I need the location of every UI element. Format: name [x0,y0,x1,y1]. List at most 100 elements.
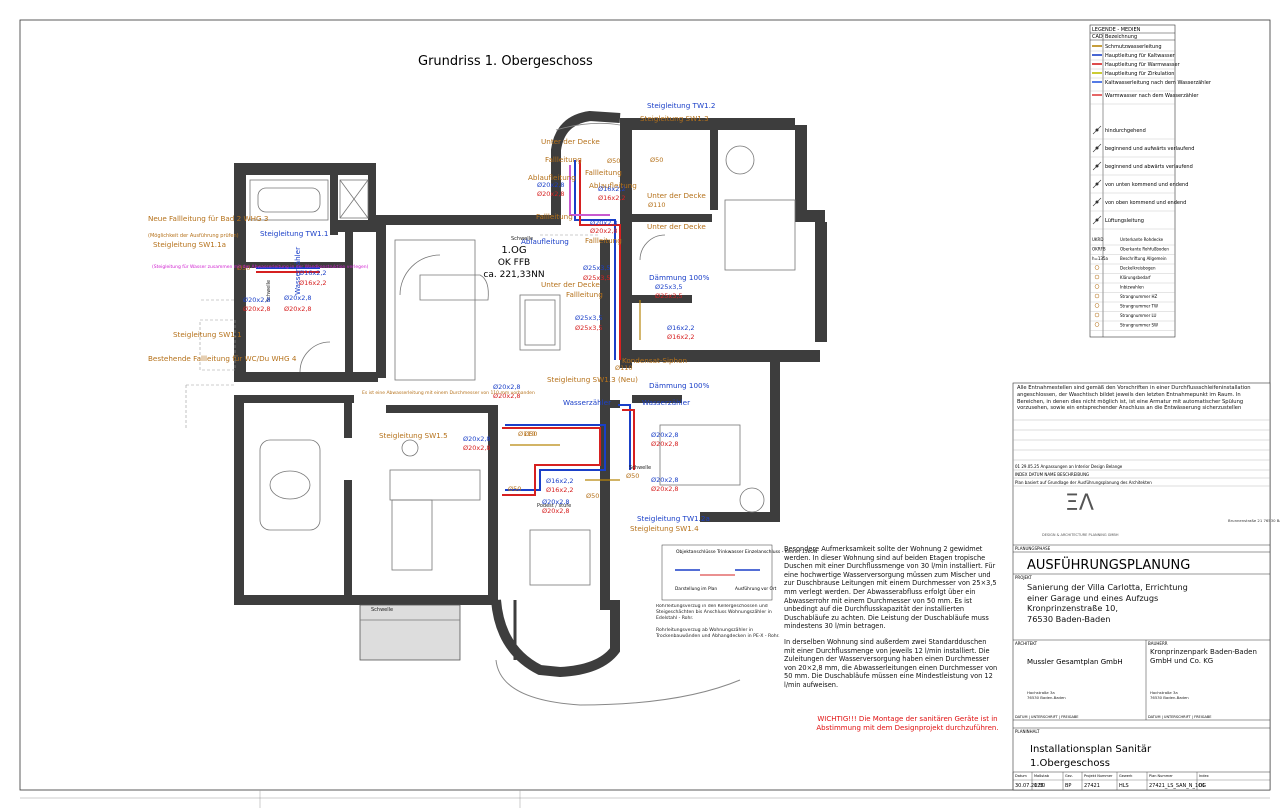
note-magenta: (Steigleitung für Wasser zusammen mit de… [152,264,369,270]
plan-content-label: PLANINHALT [1015,729,1040,734]
project-addr1: Kronprinzenstraße 10, [1027,603,1118,613]
armchair [725,145,755,175]
shower-tray [339,179,369,219]
wall [234,163,368,175]
pipe-label: Schwelle [371,607,393,613]
legend-abbr-value: Klärungsbedarf [1120,275,1151,280]
dimension-label: Ø20x2,8 [463,435,491,443]
dining-table [391,499,433,571]
pipe-label: Bestehende Fallleitung für WC/Du WHG 4 [148,354,297,363]
description-p2: In derselben Wohnung sind außerdem zwei … [784,637,998,689]
bathtub-inner [257,187,321,213]
wall [795,210,825,222]
legend-abbr-icon [1094,265,1100,270]
pipe-label: Unter der Decke [647,191,706,200]
dimension-label: Ø25x3,5 [655,292,683,300]
architect-sig-label: DATUM | UNTERSCHRIFT | FREIGABE [1015,715,1079,719]
pipe-label: Unter der Decke [541,280,600,289]
legend-abbr-key: UKRD [1092,237,1103,242]
pipe-label: Steigleitung SW1.3 [640,114,709,123]
wall [386,405,496,413]
footer-value: BP [1065,783,1071,789]
pipe-label: Dämmung 100% [649,273,710,282]
footer-head: Gewerk [1119,774,1133,778]
legend-item-label: Kaltwasserleitung nach dem Wasserzähler [1105,80,1212,86]
balcony [359,604,461,661]
legend-abbr-value: Strangnummer TW [1120,304,1158,309]
pipe-label: Wasserzähler [293,247,302,295]
wall [344,403,352,438]
legend-symbol-label: beginnend und aufwärts verlaufend [1105,146,1194,152]
dimension-label: Ø50 [650,156,663,164]
wall [330,175,338,235]
small-legend: Objektanschlüsse Trinkwasser Einzelansch… [661,544,817,601]
pipe-label: Steigleitung TW1.2a [637,514,710,523]
project-name: Sanierung der Villa Carlotta, Errichtung… [1027,582,1188,603]
warning-text: WICHTIG!!! Die Montage der sanitären Ger… [816,715,999,732]
client-address: Hochstraße 3a 76530 Baden-Baden [1150,690,1189,700]
legend-symbol-label: Lüftungsleitung [1105,218,1144,224]
bed-lower [529,529,591,586]
pipe-label: Schwelle [266,280,272,302]
plan-basis: Plan basiert auf Grundlage der Ausführun… [1015,480,1152,485]
legend-symbol-label: von unten kommend und endend [1105,182,1188,188]
dimension-label: Ø16x2,2 [598,194,626,202]
pipe-label: Wasserzähler [642,398,690,407]
wall [376,223,386,378]
phase-label: PLANUNGSPHASE [1015,546,1051,551]
footer-head: Datum [1015,774,1027,778]
pipe-label: Fallleitung [545,155,582,164]
footer-head: Plan Nummer [1149,774,1173,778]
wall [234,395,244,600]
client-sig-label: DATUM | UNTERSCHRIFT | FREIGABE [1148,715,1212,719]
warning-block: WICHTIG!!! Die Montage der sanitären Ger… [816,715,999,732]
wall [376,215,556,225]
footer-value: 27421_LS_SAN_N_1OG [1149,783,1206,789]
legend-item-label: Hauptleitung für Warmwasser [1105,62,1181,68]
footer-value: HLS [1119,783,1129,789]
legend-abbr-icon [1094,312,1100,318]
dimension-label: Ø16x2,2 [667,333,695,341]
legend-abbr-value: Strangnummer SW [1120,323,1158,328]
project-addr2: 76530 Baden-Baden [1027,613,1111,624]
dimension-label: Ø50 [524,430,537,438]
small-legend-t1: Rohrleitungsverzug in den Kellergeschoss… [656,604,772,621]
footer-value: 1:50 [1034,783,1045,789]
bed-upper [724,199,796,271]
footer-value: 01 [1199,783,1205,789]
legend-abbr-value: Strangnummer LU [1120,313,1157,318]
wall [770,362,780,522]
footer-value: 30.07.2025 [1015,783,1044,789]
company-name: DESIGN & ARCHITECTURE PLANNING GMBH [1042,533,1119,537]
pipe-label: Steigleitung SW1.5 [379,431,448,440]
legend-abbr-value: Strangnummer HZ [1120,294,1158,299]
dimension-label: Ø20x2,8 [542,498,570,506]
pipe-label: Schwelle [629,465,651,471]
pipe-label: Kondensat-Siphon [622,356,687,365]
architect-name: Mussler Gesamtplan GmbH [1027,658,1123,666]
legend-abbr-key: h=135a [1092,256,1109,261]
wall [344,480,352,595]
dimension-label: Ø110 [518,430,536,438]
description-p1: Besondere Aufmerksamkeit sollte der Wohn… [784,545,997,631]
billiard-table [519,294,561,351]
wall [488,405,498,600]
pipe-label: Steigleitung SW1.3 (Neu) [547,375,638,384]
dimension-label: Ø16x2,2 [546,477,574,485]
pipe-label: Ablaufleitung [589,181,637,190]
legend-abbr-value: Inbizwahlen [1120,285,1144,290]
ffb-label: OK FFB [498,258,530,268]
pipe-label: Ablaufleitung [521,237,569,246]
legend-abbr-key: OKRFB [1092,247,1106,252]
client-label: BAUHERR [1148,641,1168,646]
legend-abbr-value: Deckelkreisbogen [1120,266,1156,271]
wall [246,262,345,268]
pipe-label: Ablaufleitung [528,173,576,182]
legend-abbr-icon [1094,322,1100,327]
dimension-label: Ø20x2,8 [590,227,618,235]
pipe-label: Unter der Decke [647,222,706,231]
pipe-label: Steigleitung SW1.1 [173,330,242,339]
wall [700,512,780,522]
dimension-label: Ø20x2,8 [537,190,565,198]
